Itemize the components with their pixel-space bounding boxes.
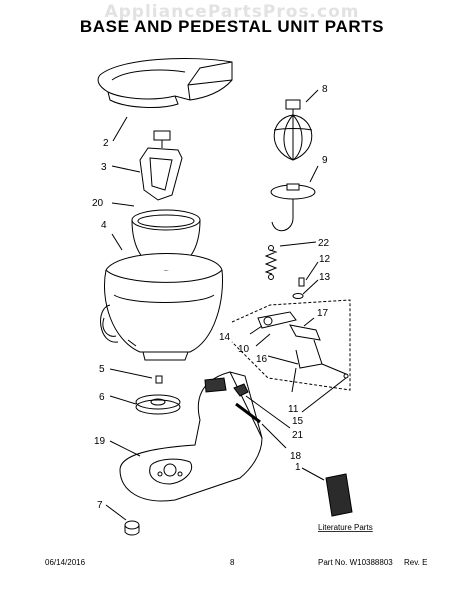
rubber-foot — [124, 520, 140, 536]
leader-20 — [111, 202, 135, 207]
callout-labels: 2 3 20 4 8 9 22 12 13 17 14 10 16 5 6 11… — [92, 84, 373, 532]
callout-6: 6 — [99, 392, 105, 403]
wire-whip — [273, 99, 313, 161]
leader-8 — [305, 89, 319, 103]
leader-4 — [111, 233, 123, 251]
leader-2 — [112, 116, 128, 142]
callout-16: 16 — [256, 354, 268, 365]
callout-13: 13 — [319, 272, 331, 283]
bowl-support-box — [231, 299, 351, 391]
callout-5: 5 — [99, 364, 105, 375]
callout-11: 11 — [288, 404, 299, 415]
callout-1: 1 — [295, 462, 301, 473]
pedestal-base — [119, 371, 263, 502]
leader-3 — [111, 165, 141, 173]
leader-7 — [105, 504, 127, 521]
screw-12 — [298, 277, 305, 287]
mixing-bowl — [100, 253, 224, 361]
callout-22: 22 — [318, 238, 330, 249]
leader-12 — [305, 261, 319, 281]
literature-booklet — [325, 473, 353, 517]
dough-hook — [270, 183, 316, 232]
footer-page: 8 — [230, 558, 235, 567]
page-title: BASE AND PEDESTAL UNIT PARTS — [79, 17, 385, 36]
footer-date: 06/14/2016 — [45, 558, 86, 567]
callout-17: 17 — [317, 308, 329, 319]
leader-19 — [109, 440, 141, 457]
pin-18 — [235, 402, 261, 424]
callout-10: 10 — [238, 344, 250, 355]
leader-5 — [109, 368, 153, 379]
callout-19: 19 — [94, 436, 106, 447]
footer-revision: Rev. E — [404, 558, 428, 567]
lift-bracket — [257, 311, 349, 379]
callout-9: 9 — [322, 155, 328, 166]
callout-14: 14 — [219, 332, 231, 343]
leader-6 — [109, 395, 137, 405]
callout-12: 12 — [319, 254, 331, 265]
pouring-shield — [97, 57, 233, 108]
leader-16 — [267, 355, 299, 365]
callout-8: 8 — [322, 84, 328, 95]
leader-10 — [255, 333, 271, 347]
literature-label: Literature Parts — [318, 523, 373, 532]
footer-part-number: Part No. W10388803 — [318, 558, 393, 567]
leader-9 — [309, 165, 319, 183]
watermark: AppliancePartsPros.com — [104, 2, 360, 22]
leader-15 — [301, 377, 347, 413]
clamp-plate — [135, 394, 181, 415]
leader-18 — [261, 423, 287, 449]
leader-11 — [291, 367, 297, 393]
callout-7: 7 — [97, 500, 103, 511]
callout-21: 21 — [292, 430, 304, 441]
leader-22 — [279, 241, 317, 247]
spring — [264, 245, 278, 280]
callout-3: 3 — [101, 162, 107, 173]
callout-4: 4 — [101, 220, 107, 231]
flat-beater — [139, 130, 183, 201]
callout-20: 20 — [92, 198, 104, 209]
inner-bowl — [131, 209, 201, 271]
leader-14 — [249, 325, 263, 335]
leader-17 — [303, 317, 315, 327]
callout-2: 2 — [103, 138, 109, 149]
screw-5 — [155, 375, 163, 384]
plunger-21 — [233, 383, 249, 397]
leader-1 — [301, 467, 325, 481]
callout-18: 18 — [290, 451, 302, 462]
washer-13 — [292, 293, 304, 299]
leader-21 — [245, 395, 291, 429]
leader-13 — [302, 279, 319, 295]
callout-15: 15 — [292, 416, 304, 427]
